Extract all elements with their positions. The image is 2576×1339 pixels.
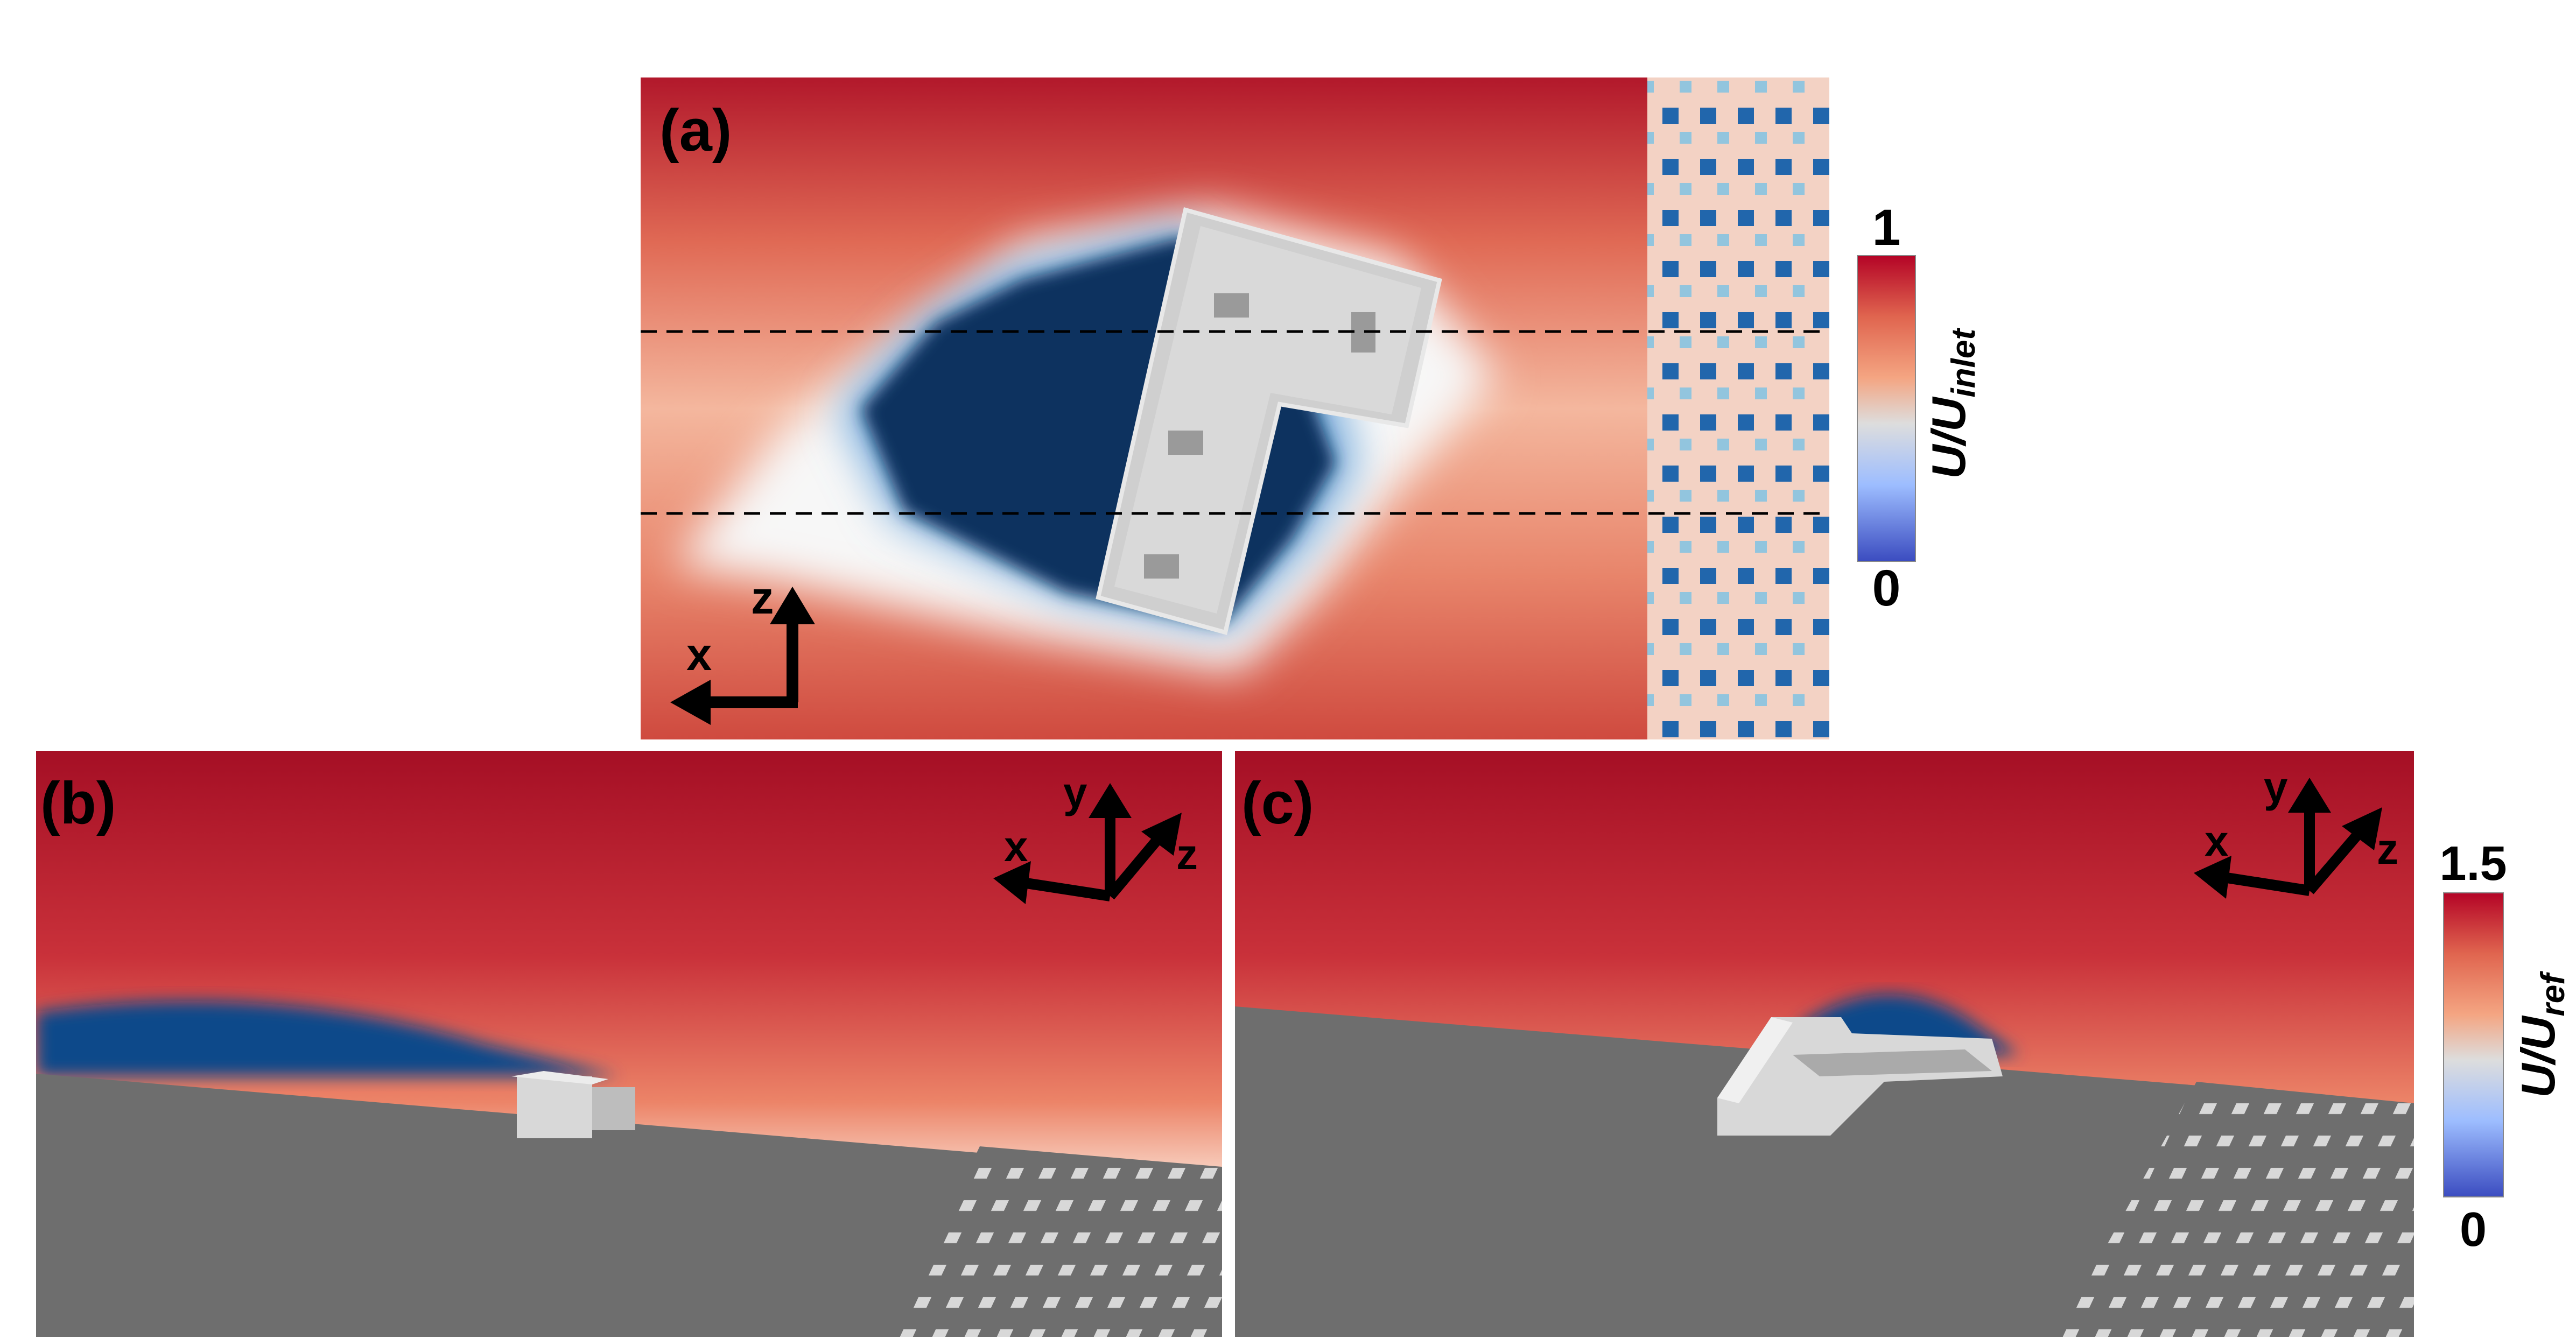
- panel-c: (c) y x z: [1235, 751, 2414, 1337]
- axes-triad-b: y x z: [993, 769, 1198, 904]
- colorbar-title: U/Uref: [2511, 971, 2572, 1098]
- axis-label-x: x: [686, 629, 712, 680]
- roof-unit: [1144, 554, 1179, 579]
- panel-b: (b) y x z: [36, 751, 1222, 1337]
- panel-label-b: (b): [40, 770, 116, 836]
- roughness-array: [1647, 77, 1829, 739]
- colorbar-gradient: [1857, 255, 1916, 562]
- colorbar-ref: 1.5 0 U/Uref: [2439, 837, 2572, 1257]
- axis-label-z: z: [2377, 825, 2398, 873]
- panel-a: (a) z x: [641, 77, 1829, 739]
- axis-label-x: x: [1004, 822, 1028, 870]
- colorbar-gradient: [2443, 892, 2504, 1197]
- colorbar-title: U/Uinlet: [1922, 328, 1982, 479]
- colorbar-max: 1.5: [2439, 837, 2507, 891]
- building-3d: [1717, 1017, 2003, 1136]
- roof-unit: [1168, 431, 1203, 455]
- roughness-blocks: [888, 1146, 1222, 1337]
- wake-region: [36, 1001, 619, 1076]
- roof-unit: [1214, 293, 1249, 318]
- axis-label-x: x: [2205, 817, 2229, 865]
- building-3d: [511, 1071, 635, 1138]
- axis-label-y: y: [2264, 763, 2288, 811]
- colorbar-max: 1: [1872, 199, 1901, 256]
- axis-label-z: z: [1176, 830, 1198, 878]
- building-roof: [1114, 226, 1421, 614]
- roughness-blocks: [2056, 1082, 2414, 1337]
- axis-label-y: y: [1063, 769, 1087, 816]
- colorbar-min: 0: [1872, 560, 1901, 617]
- panel-label-c: (c): [1241, 770, 1314, 836]
- axes-triad-a: z x: [670, 573, 815, 725]
- panel-label-a: (a): [659, 97, 732, 164]
- colorbar-inlet: 1 0 U/Uinlet: [1857, 199, 1982, 617]
- axis-label-z: z: [751, 573, 774, 624]
- colorbar-min: 0: [2460, 1203, 2487, 1257]
- axes-triad-c: y x z: [2194, 763, 2398, 899]
